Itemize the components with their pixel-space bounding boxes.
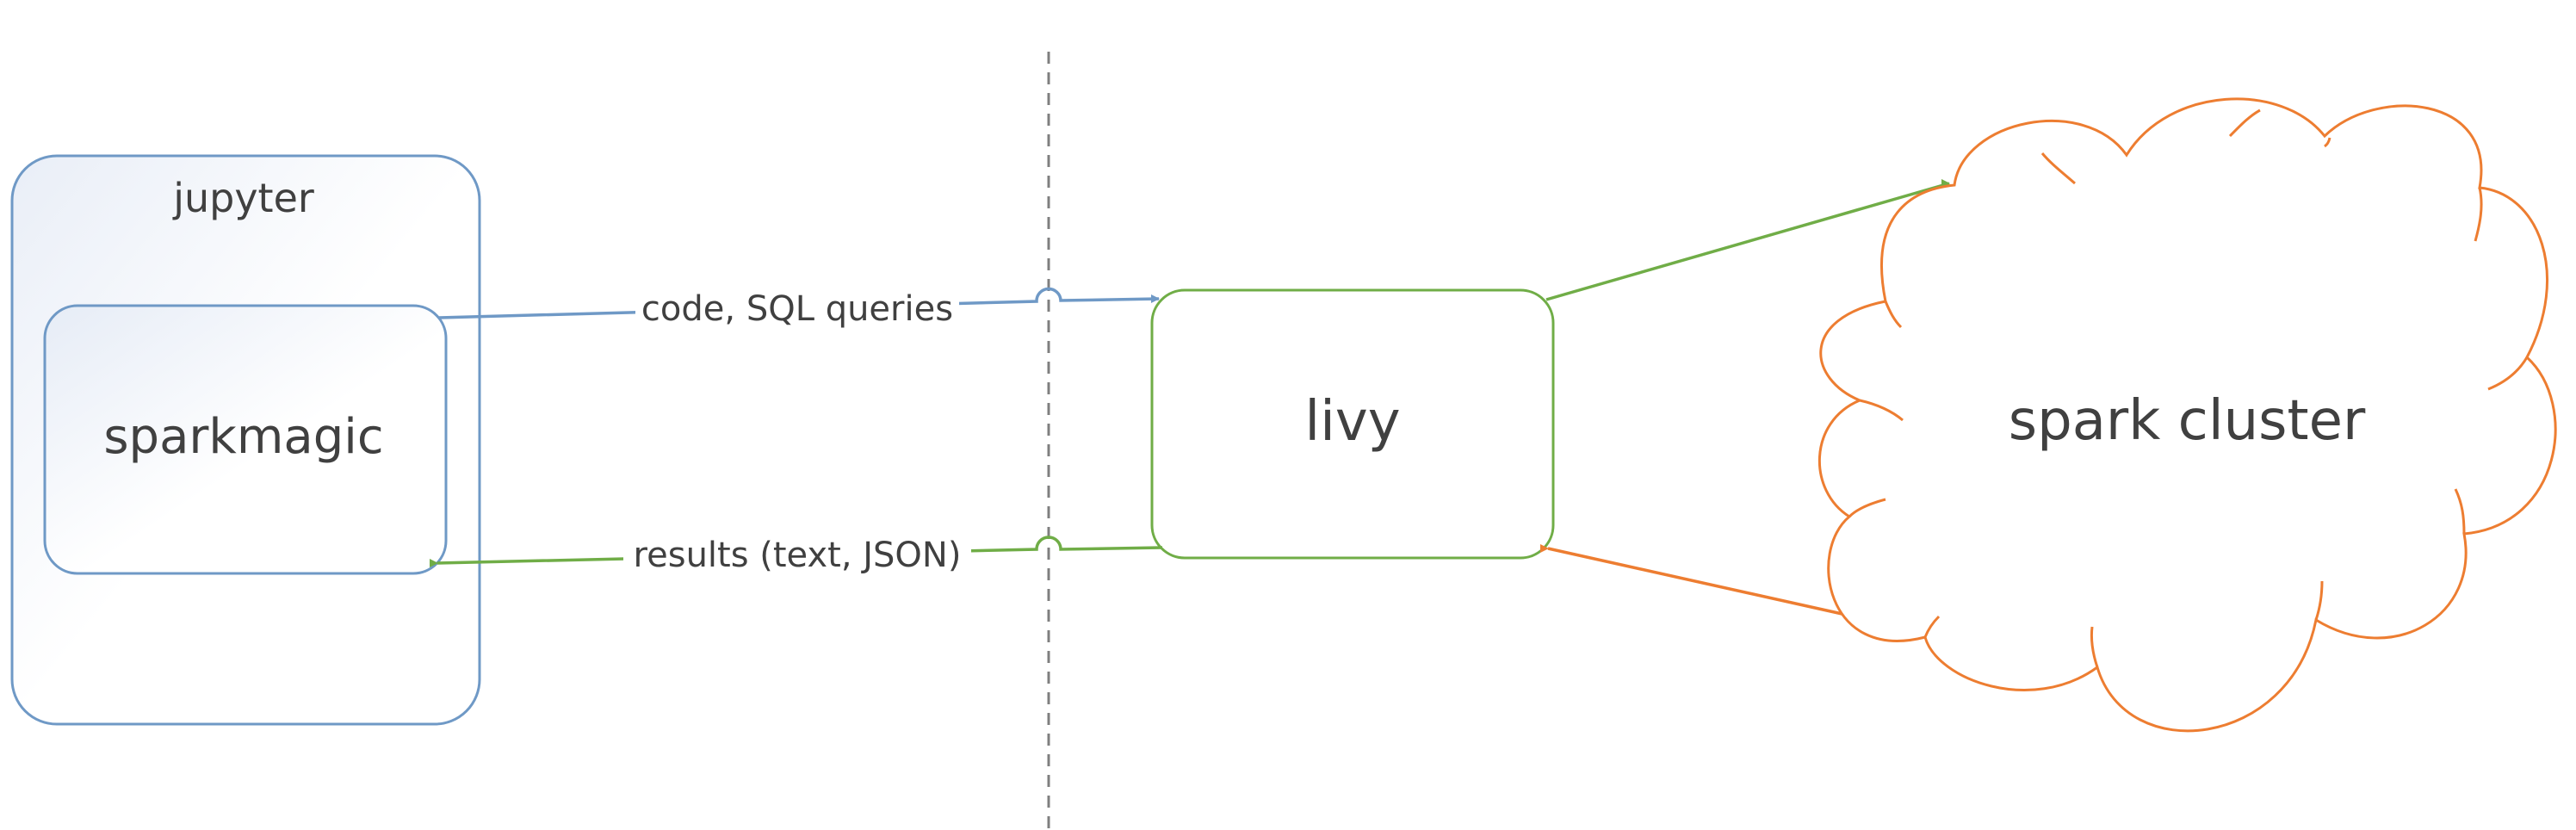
results-label: results (text, JSON) <box>634 536 962 575</box>
livy-box <box>1150 288 1555 560</box>
sparkmagic-label: sparkmagic <box>103 409 383 465</box>
sparkmagic-box <box>43 304 448 575</box>
results-label-bg <box>623 532 971 577</box>
spark-cluster-label: spark cluster <box>2009 389 2366 453</box>
jupyter-label: jupyter <box>172 175 314 221</box>
results-arrow <box>430 536 1163 567</box>
livy-label: livy <box>1304 390 1400 454</box>
spark-to-livy-arrow <box>1540 544 1847 616</box>
code-label-bg <box>635 286 959 331</box>
livy-to-spark-arrow <box>1545 179 1950 301</box>
code-label: code, SQL queries <box>641 289 953 329</box>
code-arrow <box>438 287 1160 319</box>
spark-cluster-cloud <box>1817 97 2557 733</box>
cloud-detail-lines <box>1848 108 2529 668</box>
